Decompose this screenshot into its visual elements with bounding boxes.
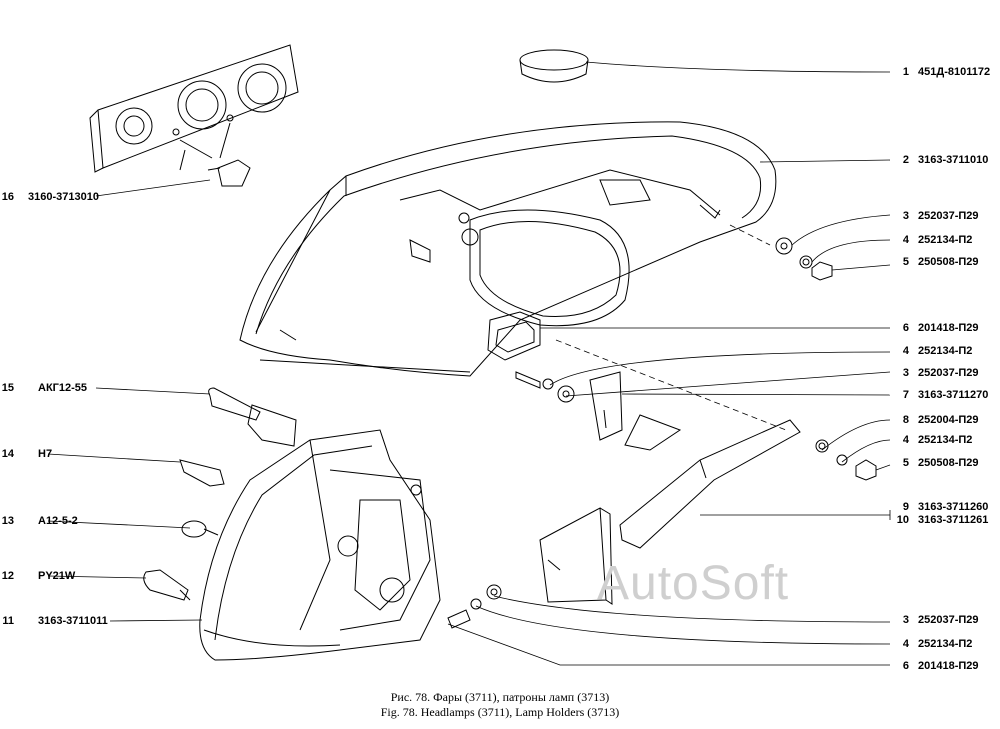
callout-4c-number: 4 [902,434,909,446]
callout-12-part: PY21W [38,570,76,582]
callout-3c-part: 252037-П29 [918,614,979,626]
callout-4b-part: 252134-П2 [918,345,973,357]
callout-4b-number: 4 [902,345,909,357]
callout-9-number: 9 [902,501,909,513]
callout-10-number: 10 [896,514,909,526]
callout-5b-part: 250508-П29 [918,457,979,469]
callout-6a-number: 6 [902,322,909,334]
control-panel-drawing [89,44,299,187]
callout-2-part: 3163-3711010 [918,154,989,166]
callout-15-number: 15 [1,382,14,394]
headlamp-left-drawing [199,429,441,661]
callout-4d-number: 4 [902,638,909,650]
callout-16-number: 16 [1,191,14,203]
fasteners-drawing [447,237,877,629]
callout-10-part: 3163-3711261 [918,514,989,526]
callout-8-number: 8 [902,414,909,426]
callout-7-part: 3163-3711270 [918,389,989,401]
callout-4d-part: 252134-П2 [918,638,973,650]
callout-14-part: H7 [38,448,53,460]
callout-14-number: 14 [1,448,14,460]
callout-3a-number: 3 [902,210,909,222]
dashed-guides [555,224,787,431]
bulbs-drawing [143,387,297,601]
watermark: AutoSoft [597,557,790,610]
callout-3a-part: 252037-П29 [918,210,979,222]
callout-7-number: 7 [902,389,909,401]
callout-12-number: 12 [1,570,14,582]
bump-stop-drawing [519,49,589,83]
callout-16-part: 3160-3713010 [28,191,99,203]
callout-3b-number: 3 [902,367,909,379]
callout-4c-part: 252134-П2 [918,434,973,446]
callout-2-number: 2 [902,154,909,166]
bracket-drawing [539,371,801,605]
callout-4a-part: 252134-П2 [918,234,973,246]
callout-6b-number: 6 [902,660,909,672]
callout-9-part: 3163-3711260 [918,501,989,513]
callout-13-part: А12-5-2 [38,515,78,527]
callout-13-number: 13 [1,515,14,527]
callout-1-part: 451Д-8101172 [918,66,991,78]
callout-8-part: 252004-П29 [918,414,979,426]
leader-lines [47,61,891,666]
callout-3b-part: 252037-П29 [918,367,979,379]
callout-6a-part: 201418-П29 [918,322,979,334]
callout-5a-number: 5 [902,256,909,268]
callout-1-number: 1 [902,66,909,78]
callout-4a-number: 4 [902,234,909,246]
callout-5b-number: 5 [902,457,909,469]
callout-5a-part: 250508-П29 [918,256,979,268]
caption-en: Fig. 78. Headlamps (3711), Lamp Holders … [380,705,620,719]
headlamp-right-drawing [239,121,777,377]
callout-11-part: 3163-3711011 [38,615,108,627]
callout-11-number: 11 [2,615,14,627]
callout-6b-part: 201418-П29 [918,660,979,672]
callout-15-part: АКГ12-55 [38,382,88,394]
callout-3c-number: 3 [902,614,909,626]
caption-ru: Рис. 78. Фары (3711), патроны ламп (3713… [390,690,610,704]
